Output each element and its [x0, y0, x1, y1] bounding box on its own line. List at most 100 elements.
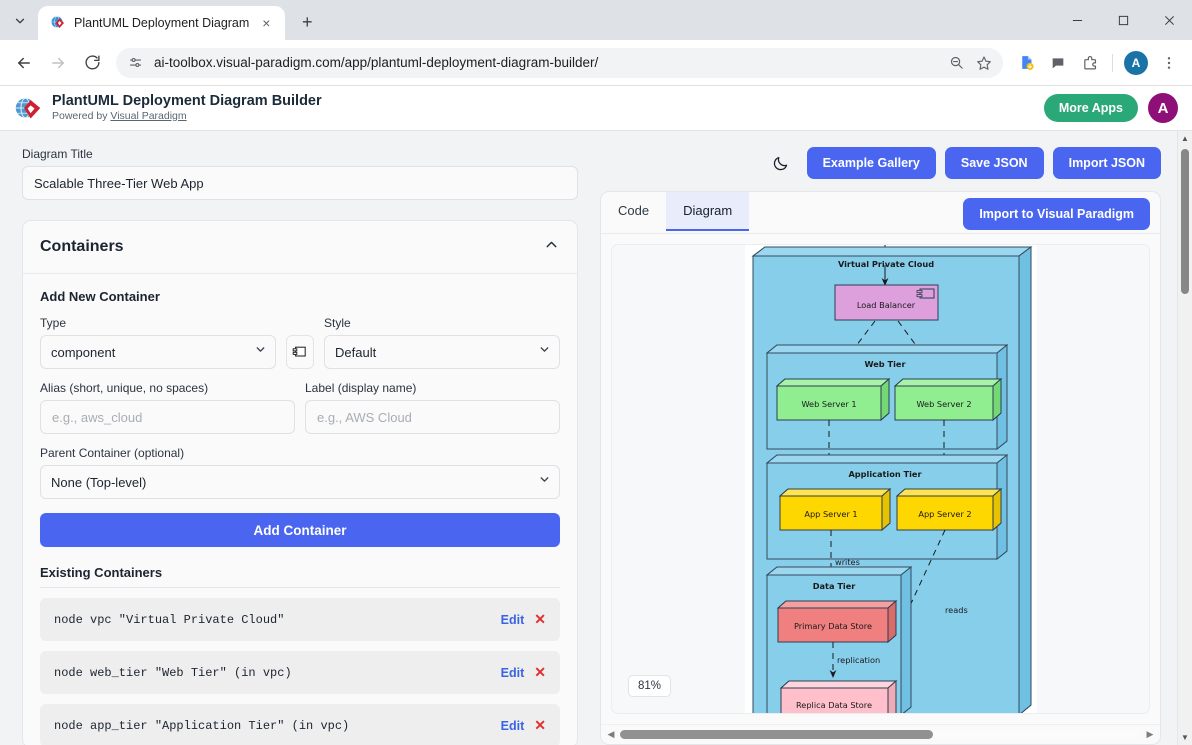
- container-code: node app_tier "Application Tier" (in vpc…: [54, 718, 350, 733]
- deployment-diagram-image[interactable]: Virtual Private Cloud Load Balancer: [745, 245, 1037, 713]
- hscroll-thumb[interactable]: [620, 730, 933, 739]
- address-bar-url: ai-toolbox.visual-paradigm.com/app/plant…: [154, 55, 599, 70]
- scroll-down-arrow-icon[interactable]: ▼: [1181, 733, 1189, 742]
- page-vertical-scrollbar[interactable]: ▲ ▼: [1177, 131, 1192, 745]
- svg-text:Data Tier: Data Tier: [813, 581, 857, 591]
- style-select[interactable]: Default: [324, 335, 560, 369]
- tab-close-icon[interactable]: ×: [262, 15, 271, 31]
- parent-container-select[interactable]: None (Top-level): [40, 465, 560, 499]
- save-json-button[interactable]: Save JSON: [944, 147, 1044, 179]
- add-container-button[interactable]: Add Container: [40, 513, 560, 547]
- import-json-button[interactable]: Import JSON: [1052, 147, 1161, 179]
- container-code: node web_tier "Web Tier" (in vpc): [54, 665, 292, 680]
- scroll-left-arrow-icon[interactable]: ◀: [607, 729, 615, 739]
- alias-input[interactable]: [40, 400, 295, 434]
- right-panel: Example Gallery Save JSON Import JSON Co…: [600, 131, 1177, 745]
- parent-container-field: Parent Container (optional) None (Top-le…: [40, 446, 560, 499]
- svg-text:writes: writes: [835, 557, 860, 567]
- page-scroll-thumb[interactable]: [1181, 149, 1189, 294]
- component-palette-icon[interactable]: [286, 335, 314, 369]
- reading-list-icon[interactable]: [1011, 48, 1041, 78]
- svg-text:Web Server 1: Web Server 1: [801, 399, 856, 409]
- containers-title: Containers: [40, 238, 124, 255]
- left-panel: Diagram Title Containers Add New Contain…: [0, 131, 600, 745]
- svg-text:Application Tier: Application Tier: [848, 469, 922, 479]
- svg-text:reads: reads: [945, 605, 968, 615]
- address-bar[interactable]: ai-toolbox.visual-paradigm.com/app/plant…: [116, 47, 1003, 78]
- browser-tab-strip: PlantUML Deployment Diagram × +: [0, 0, 1192, 40]
- visual-paradigm-link[interactable]: Visual Paradigm: [110, 109, 187, 122]
- svg-text:App Server 2: App Server 2: [918, 509, 971, 519]
- powered-by-prefix: Powered by: [52, 109, 111, 122]
- back-icon[interactable]: [8, 47, 40, 79]
- preview-card: Code Diagram Import to Visual Paradigm: [600, 191, 1161, 745]
- diagram-canvas[interactable]: Virtual Private Cloud Load Balancer: [611, 244, 1150, 714]
- tab-code[interactable]: Code: [601, 192, 666, 229]
- window-minimize-icon[interactable]: [1054, 0, 1100, 40]
- user-avatar[interactable]: A: [1148, 93, 1178, 123]
- alias-field: Alias (short, unique, no spaces): [40, 381, 295, 434]
- svg-text:Replica Data Store: Replica Data Store: [796, 700, 872, 710]
- import-to-visual-paradigm-button[interactable]: Import to Visual Paradigm: [963, 198, 1150, 230]
- divider: [40, 587, 560, 588]
- delete-container-icon[interactable]: ✕: [534, 664, 546, 680]
- style-label: Style: [324, 316, 351, 330]
- display-label-label: Label (display name): [305, 381, 417, 395]
- diagram-canvas-outer: Virtual Private Cloud Load Balancer: [601, 234, 1160, 724]
- diagram-title-label: Diagram Title: [22, 147, 93, 161]
- scroll-up-arrow-icon[interactable]: ▲: [1181, 134, 1189, 143]
- site-settings-icon[interactable]: [126, 54, 144, 72]
- reload-icon[interactable]: [76, 47, 108, 79]
- chrome-menu-icon[interactable]: [1154, 48, 1184, 78]
- more-apps-button[interactable]: More Apps: [1043, 94, 1138, 122]
- window-maximize-icon[interactable]: [1100, 0, 1146, 40]
- containers-card: Containers Add New Container Type compon…: [22, 220, 578, 745]
- diagram-horizontal-scrollbar[interactable]: ◀ ▶: [601, 724, 1160, 744]
- page-title: PlantUML Deployment Diagram Builder: [52, 92, 322, 109]
- edit-container-link[interactable]: Edit: [500, 718, 525, 733]
- svg-text:Load Balancer: Load Balancer: [857, 300, 916, 310]
- containers-card-header[interactable]: Containers: [23, 221, 577, 274]
- favicon-icon: [50, 15, 66, 31]
- delete-container-icon[interactable]: ✕: [534, 717, 546, 733]
- type-select[interactable]: component: [40, 335, 276, 369]
- type-style-row: Type component: [40, 316, 560, 369]
- window-controls: [1054, 0, 1192, 40]
- delete-container-icon[interactable]: ✕: [534, 611, 546, 627]
- list-item: node vpc "Virtual Private Cloud" Edit ✕: [40, 598, 560, 641]
- alias-label-row: Alias (short, unique, no spaces) Label (…: [40, 381, 560, 434]
- existing-containers-title: Existing Containers: [40, 565, 163, 580]
- browser-profile-avatar[interactable]: A: [1124, 50, 1148, 75]
- example-gallery-button[interactable]: Example Gallery: [806, 147, 936, 179]
- page-body: Diagram Title Containers Add New Contain…: [0, 131, 1192, 745]
- tab-search-icon[interactable]: [6, 7, 34, 35]
- scroll-right-arrow-icon[interactable]: ▶: [1146, 729, 1154, 739]
- bookmark-star-icon[interactable]: [975, 54, 993, 72]
- type-field: Type component: [40, 316, 276, 369]
- svg-text:Web Tier: Web Tier: [865, 359, 907, 369]
- preview-tabs: Code Diagram Import to Visual Paradigm: [601, 192, 1160, 234]
- display-label-input[interactable]: [305, 400, 560, 434]
- browser-toolbar: ai-toolbox.visual-paradigm.com/app/plant…: [0, 40, 1192, 86]
- zoom-level-badge: 81%: [628, 675, 672, 697]
- new-tab-button[interactable]: +: [302, 11, 313, 32]
- list-item: node app_tier "Application Tier" (in vpc…: [40, 704, 560, 745]
- add-new-container-title: Add New Container: [40, 289, 160, 304]
- tab-diagram[interactable]: Diagram: [666, 192, 750, 231]
- zoom-out-icon[interactable]: [947, 54, 965, 72]
- diagram-title-input[interactable]: [22, 166, 578, 200]
- moon-icon[interactable]: [768, 150, 794, 176]
- chevron-up-icon[interactable]: [543, 236, 560, 258]
- hscroll-track[interactable]: [620, 730, 1141, 739]
- tab-title: PlantUML Deployment Diagram: [74, 16, 250, 30]
- cast-icon[interactable]: [1043, 48, 1073, 78]
- svg-text:Web Server 2: Web Server 2: [916, 399, 971, 409]
- list-item: node web_tier "Web Tier" (in vpc) Edit ✕: [40, 651, 560, 694]
- edit-container-link[interactable]: Edit: [500, 612, 525, 627]
- window-close-icon[interactable]: [1146, 0, 1192, 40]
- display-label-field: Label (display name): [305, 381, 560, 434]
- extensions-icon[interactable]: [1075, 48, 1105, 78]
- edit-container-link[interactable]: Edit: [500, 665, 525, 680]
- app-title-block: PlantUML Deployment Diagram Builder Powe…: [52, 93, 1044, 123]
- browser-tab[interactable]: PlantUML Deployment Diagram ×: [38, 6, 286, 40]
